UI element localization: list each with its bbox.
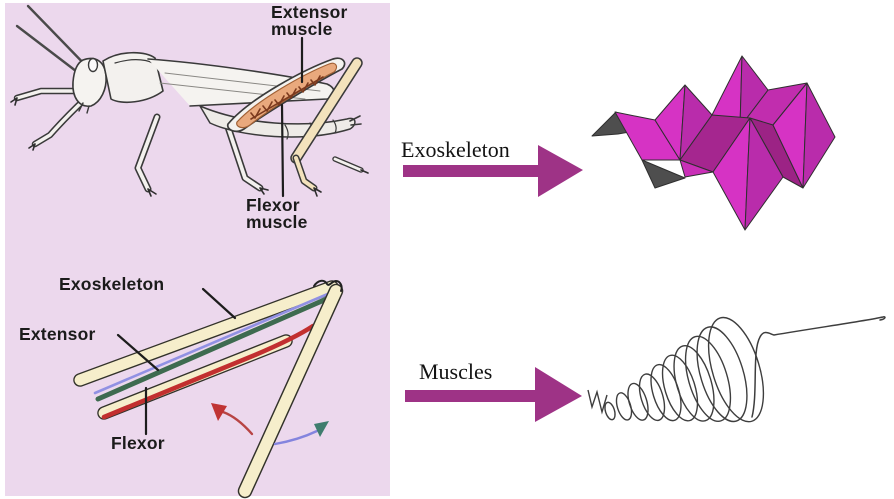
muscles-mapping-label: Muscles bbox=[419, 359, 493, 384]
exoskeleton-mapping-label: Exoskeleton bbox=[401, 137, 510, 162]
extensor-label: Extensor bbox=[19, 324, 96, 344]
spring-start-zigzag bbox=[587, 389, 608, 415]
flexor-muscle-pattern bbox=[250, 75, 324, 120]
spring-coils bbox=[604, 316, 765, 423]
tibia-stick bbox=[237, 283, 344, 499]
mouthparts bbox=[78, 102, 90, 114]
extensor-muscle-shape bbox=[236, 62, 338, 129]
stick-tendon-model bbox=[73, 279, 344, 499]
front-leg bbox=[10, 87, 81, 106]
extensor-muscle-label: Extensor muscle bbox=[271, 2, 348, 39]
flexor-tendon-line bbox=[101, 323, 316, 420]
pronotum bbox=[102, 51, 164, 104]
exoskeleton-label: Exoskeleton bbox=[59, 274, 165, 294]
gray-flap-front bbox=[641, 159, 686, 189]
exoskeleton-stick-top bbox=[73, 280, 339, 387]
flexor-muscle-label: Flexor muscle bbox=[246, 195, 308, 232]
origami-fold-structure bbox=[591, 55, 836, 231]
middle-leg bbox=[134, 113, 161, 197]
spring-tail-wire bbox=[751, 316, 886, 418]
coil-spring-actuator bbox=[587, 316, 886, 423]
joint-squiggle bbox=[313, 279, 343, 292]
extensor-tendon-line bbox=[95, 294, 334, 402]
leader-lines bbox=[116, 287, 237, 436]
muscles-arrow-icon bbox=[405, 367, 582, 422]
flexor-label: Flexor bbox=[111, 433, 165, 453]
leader-lines bbox=[280, 36, 304, 198]
exoskeleton-arrow-icon bbox=[403, 145, 583, 197]
front-leg-2 bbox=[28, 95, 89, 151]
flex-rotation-arrow bbox=[211, 403, 254, 436]
extend-rotation-arrow bbox=[273, 421, 329, 446]
tibia bbox=[290, 57, 363, 197]
eye bbox=[87, 57, 99, 73]
grasshopper-illustration bbox=[10, 4, 369, 198]
hind-foot-far bbox=[332, 156, 369, 174]
middle-leg-far bbox=[223, 120, 269, 195]
blue-tendon-line bbox=[93, 291, 332, 395]
